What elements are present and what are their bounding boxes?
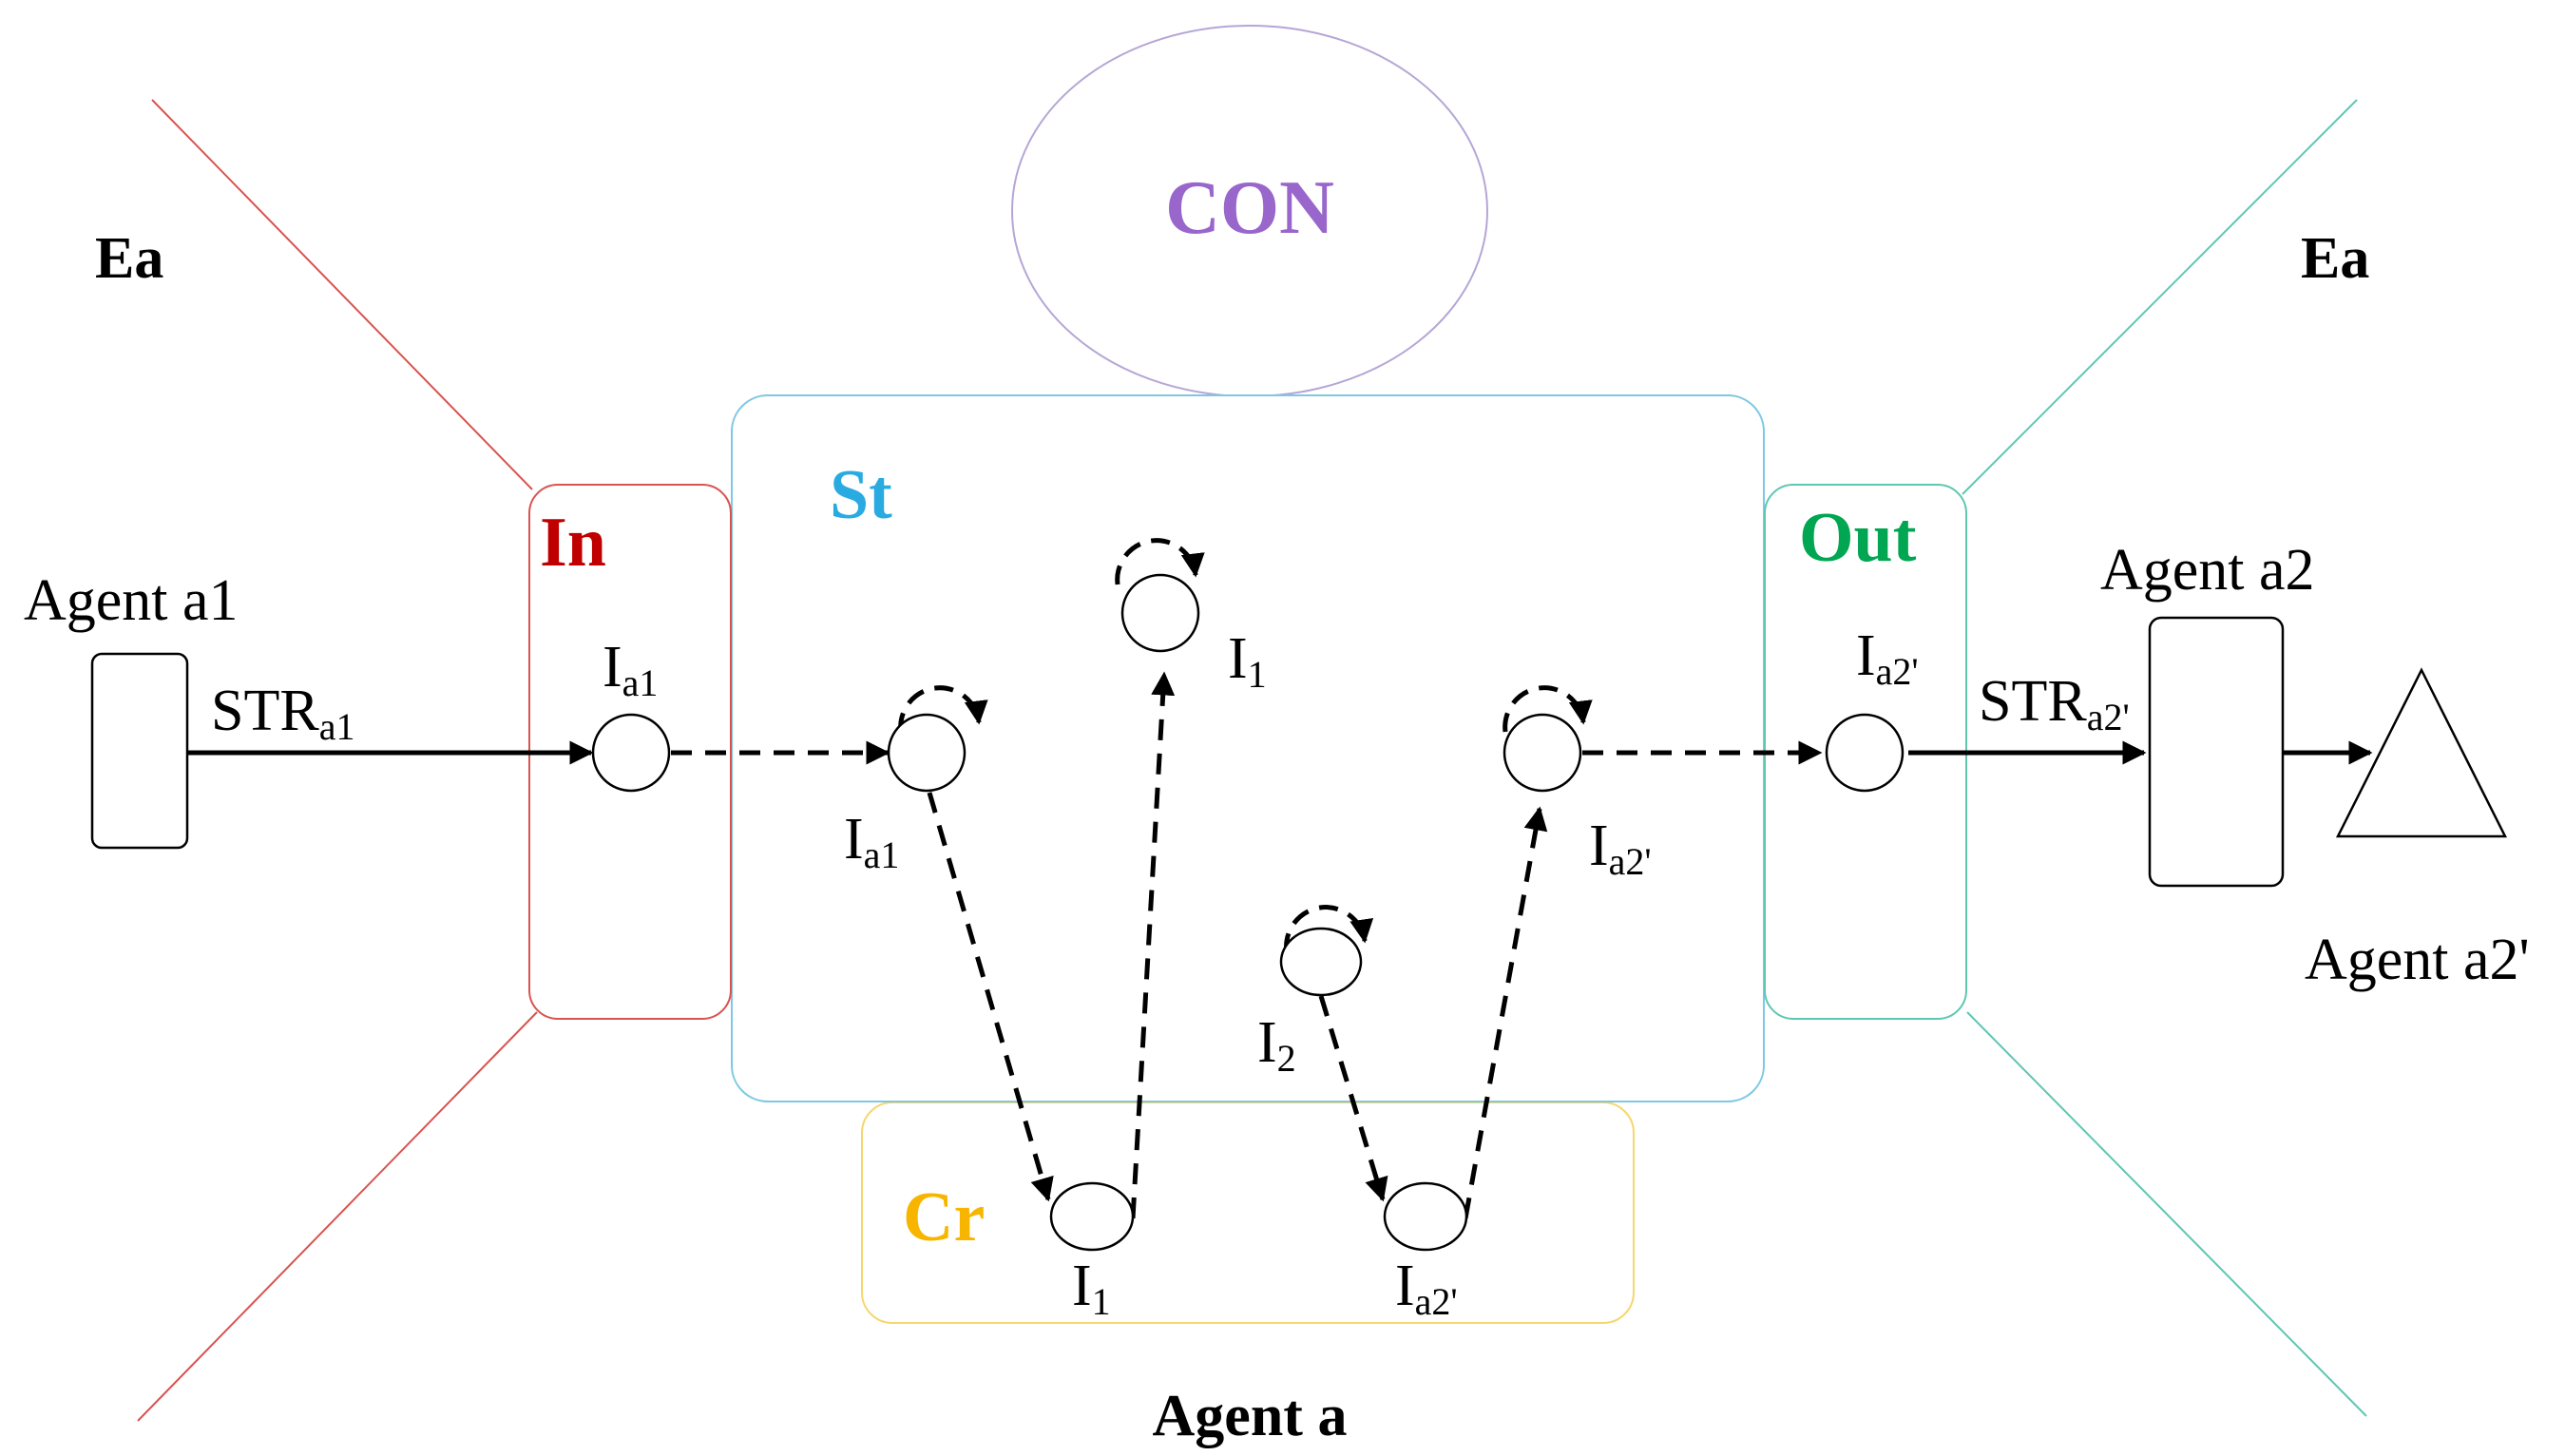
node-st-i2	[1279, 927, 1363, 997]
con-label: CON	[1165, 166, 1334, 250]
loop-st-ia1	[898, 685, 988, 733]
env-line-top-right	[1962, 99, 2358, 495]
node-in-ia1	[591, 713, 671, 793]
arrow-cr-i1-to-st-i1	[1130, 671, 1176, 1219]
out-label: Out	[1799, 499, 1917, 577]
env-line-bottom-left	[137, 1011, 538, 1422]
loop-st-i2	[1284, 905, 1374, 953]
node-st-ia2p	[1503, 713, 1582, 793]
env-line-top-left	[151, 99, 533, 490]
in-label: In	[540, 504, 606, 582]
node-cr-i1	[1049, 1181, 1135, 1252]
node-cr-ia2p	[1383, 1181, 1468, 1252]
agent-a-label: Agent a	[1153, 1384, 1348, 1448]
loop-st-i1	[1115, 538, 1205, 585]
agent-a1-box	[90, 652, 189, 850]
ea-right-label: Ea	[2301, 226, 2369, 291]
agent-a2-box	[2148, 616, 2285, 888]
node-out-ia2p	[1825, 713, 1905, 793]
arrow-cr-ia2p-to-st-ia2p	[1463, 806, 1548, 1219]
agent-a2p-label: Agent a2'	[2305, 928, 2530, 992]
label-cr-i1: I1	[1072, 1254, 1111, 1323]
agent-a2-label: Agent a2	[2100, 538, 2315, 603]
str-a1-label: STRa1	[211, 679, 354, 748]
arrow-st-ia1-to-cr-i1	[927, 792, 1054, 1202]
agent-a2p-triangle	[2335, 667, 2508, 838]
node-st-ia1	[887, 713, 967, 793]
node-st-i1	[1120, 573, 1200, 653]
st-label: St	[830, 456, 892, 534]
label-in-ia1: Ia1	[603, 635, 658, 704]
label-cr-ia2p: Ia2'	[1395, 1254, 1458, 1323]
label-st-i1: I1	[1228, 626, 1267, 696]
arrow-st-i2-to-cr-ia2p	[1318, 995, 1388, 1202]
label-out-ia2p: Ia2'	[1856, 623, 1919, 693]
label-st-ia1: Ia1	[844, 807, 899, 876]
ea-left-label: Ea	[95, 226, 163, 291]
label-st-ia2p: Ia2'	[1589, 814, 1652, 883]
cr-label: Cr	[903, 1178, 985, 1256]
loop-st-ia2p	[1503, 685, 1593, 733]
str-a2p-label: STRa2'	[1979, 669, 2130, 738]
label-st-i2: I2	[1257, 1010, 1296, 1080]
agent-a1-label: Agent a1	[24, 568, 239, 633]
env-line-bottom-right	[1966, 1011, 2367, 1417]
